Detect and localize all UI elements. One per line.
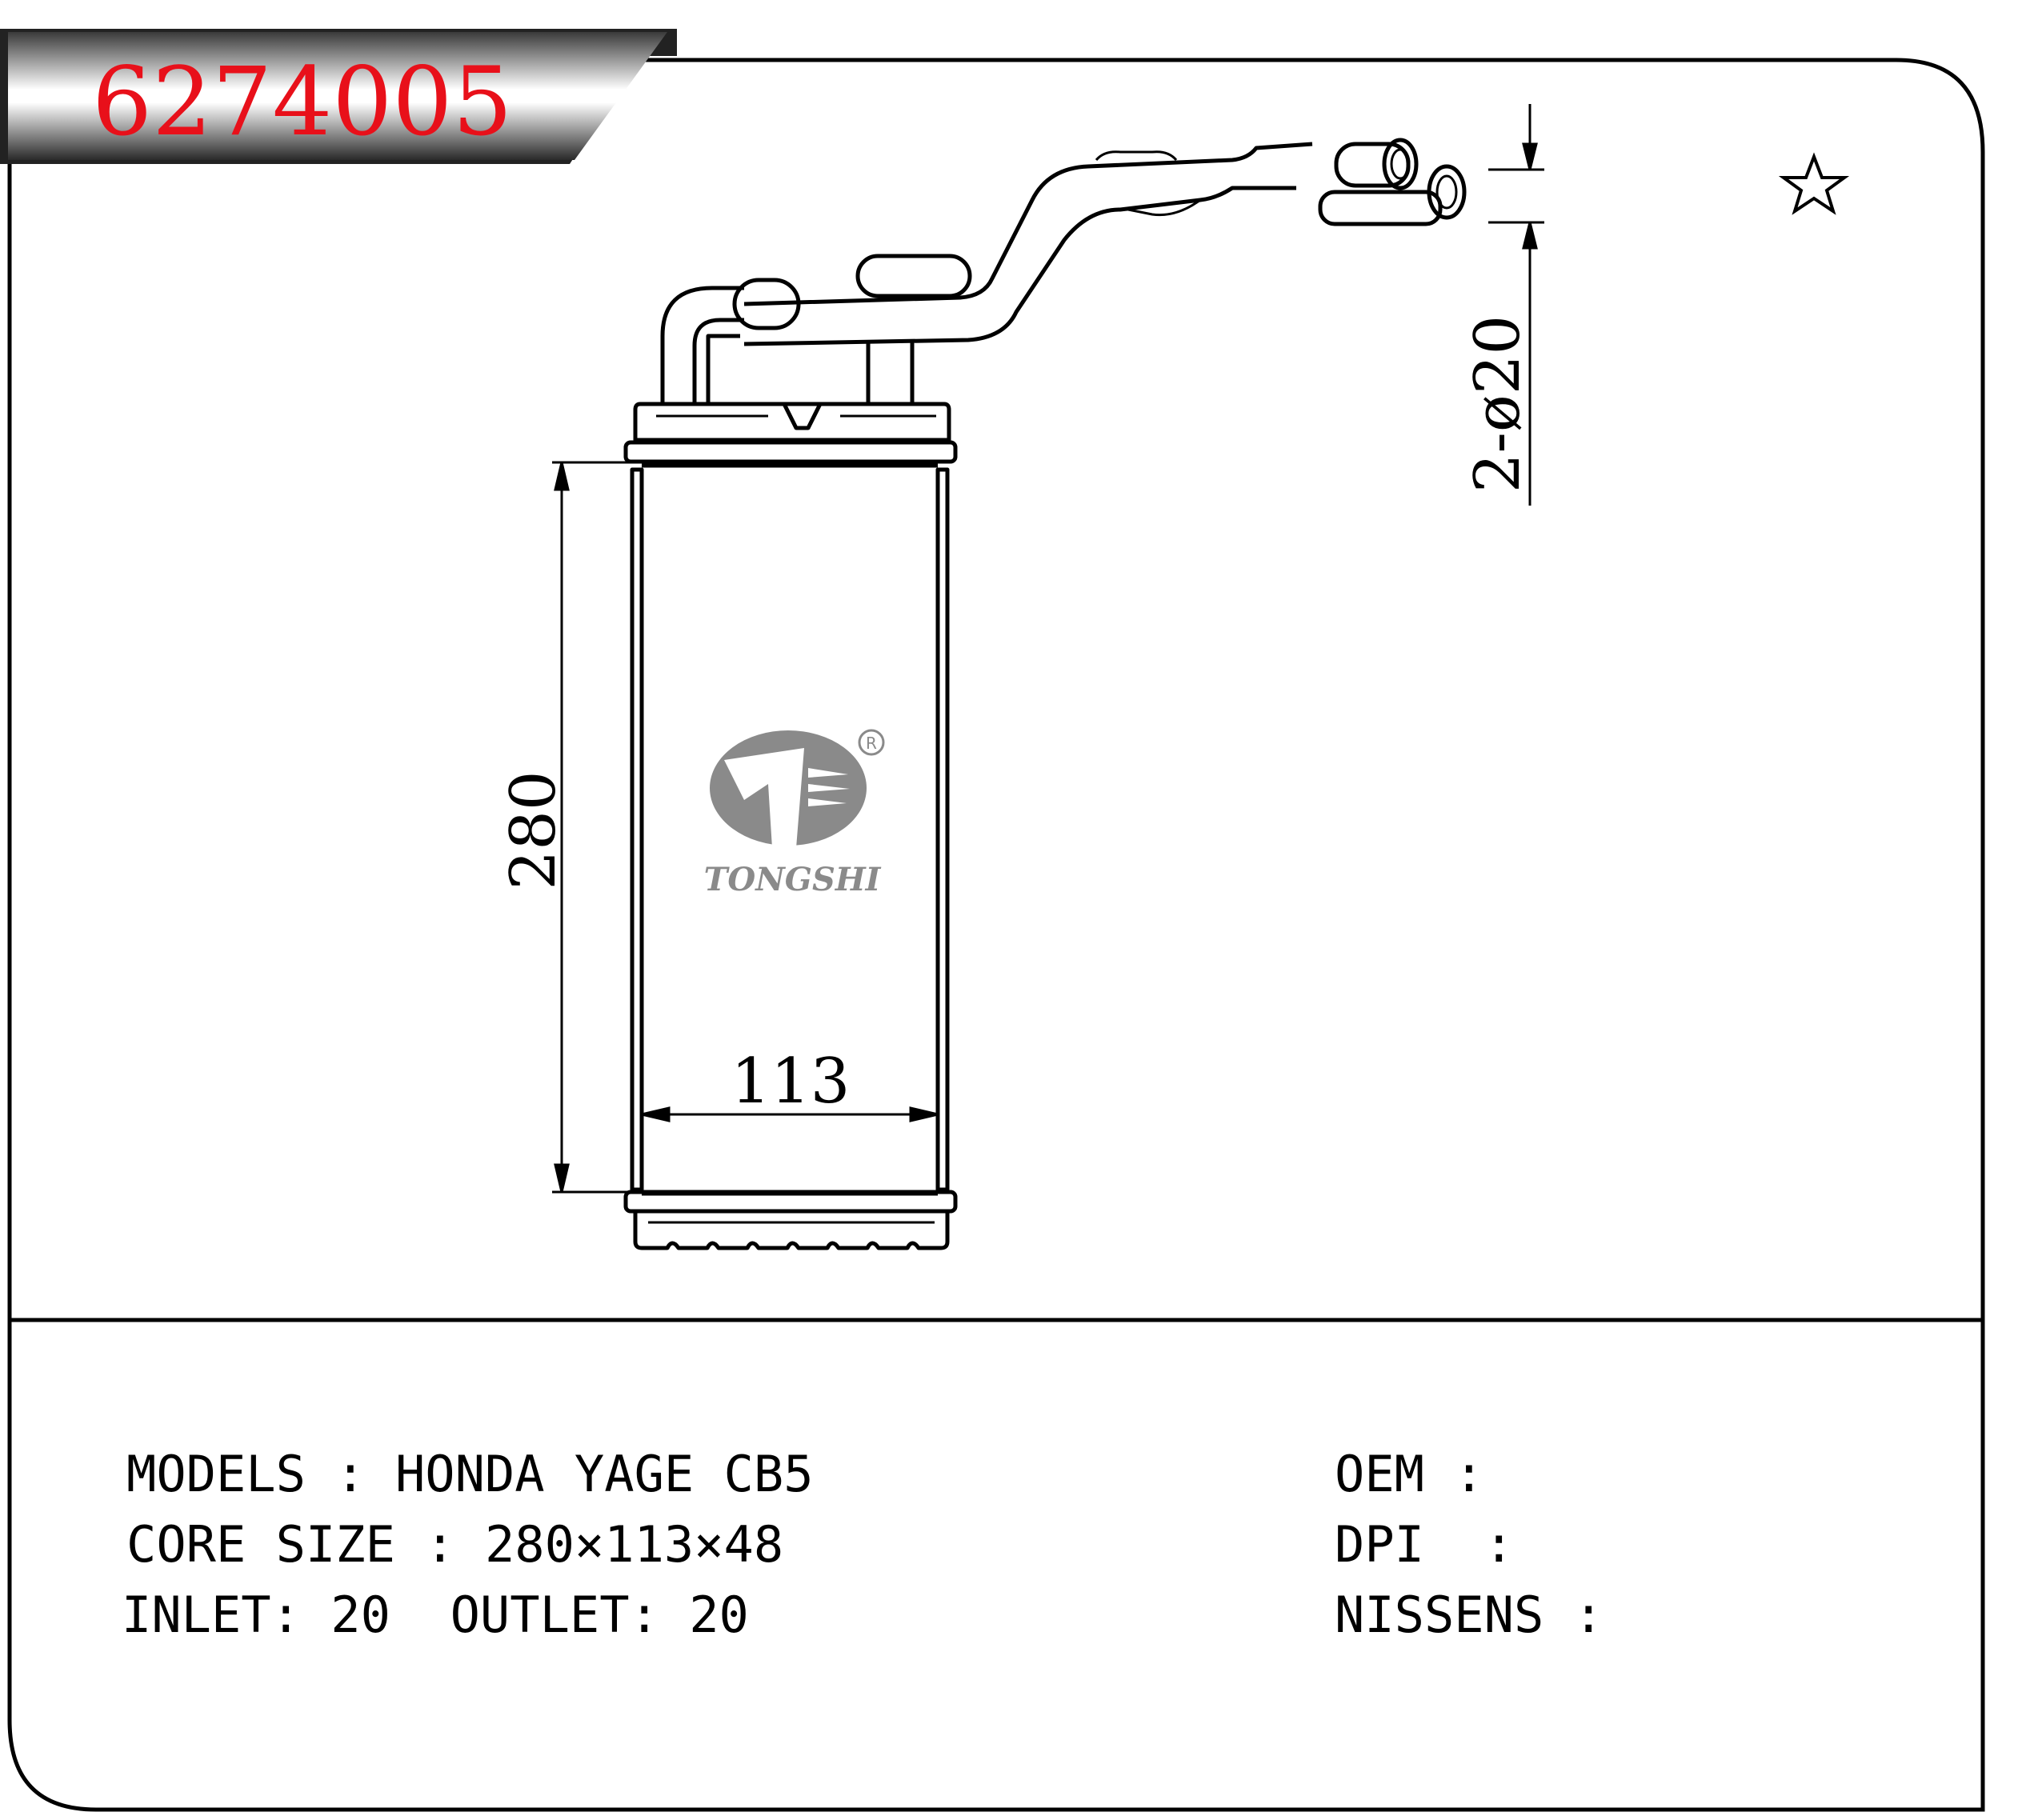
nissens-row: NISSENS : — [1335, 1586, 1634, 1644]
dpi-row: DPI : — [1335, 1515, 1544, 1574]
dpi-label: DPI — [1335, 1515, 1424, 1574]
inlet-label: INLET — [122, 1586, 271, 1644]
core-size-row: CORE SIZE : 280×113×48 — [126, 1515, 784, 1574]
registered-mark: R — [866, 734, 877, 753]
pipe-spec-dimension: 2-ø20 — [1462, 315, 1534, 493]
title-banner: 6274005 — [0, 29, 677, 164]
outlet-value: 20 — [689, 1586, 749, 1644]
star-icon — [1778, 152, 1850, 215]
tongshi-logo-icon: R TONGSHI — [704, 729, 885, 898]
inlet-value: 20 — [330, 1586, 390, 1644]
models-row: MODELS : HONDA YAGE CB5 — [126, 1445, 814, 1503]
core-size-label: CORE SIZE — [126, 1515, 395, 1574]
part-number: 6274005 — [92, 46, 513, 157]
brand-name: TONGSHI — [704, 861, 882, 898]
height-dimension: 280 — [498, 771, 570, 890]
models-label: MODELS — [126, 1445, 306, 1503]
oem-label: OEM — [1335, 1445, 1424, 1503]
outer-frame — [7, 58, 1985, 1812]
outlet-label: OUTLET — [450, 1586, 630, 1644]
dimension-lines — [552, 104, 1544, 1194]
heater-core-drawing — [623, 138, 1467, 1250]
core-size-value: 280×113×48 — [484, 1515, 784, 1574]
nissens-label: NISSENS — [1335, 1586, 1544, 1644]
inlet-outlet-row: INLET: 20 OUTLET: 20 — [122, 1586, 749, 1644]
width-dimension: 113 — [731, 1046, 851, 1118]
models-value: HONDA YAGE CB5 — [394, 1445, 814, 1503]
oem-row: OEM : — [1335, 1445, 1514, 1503]
